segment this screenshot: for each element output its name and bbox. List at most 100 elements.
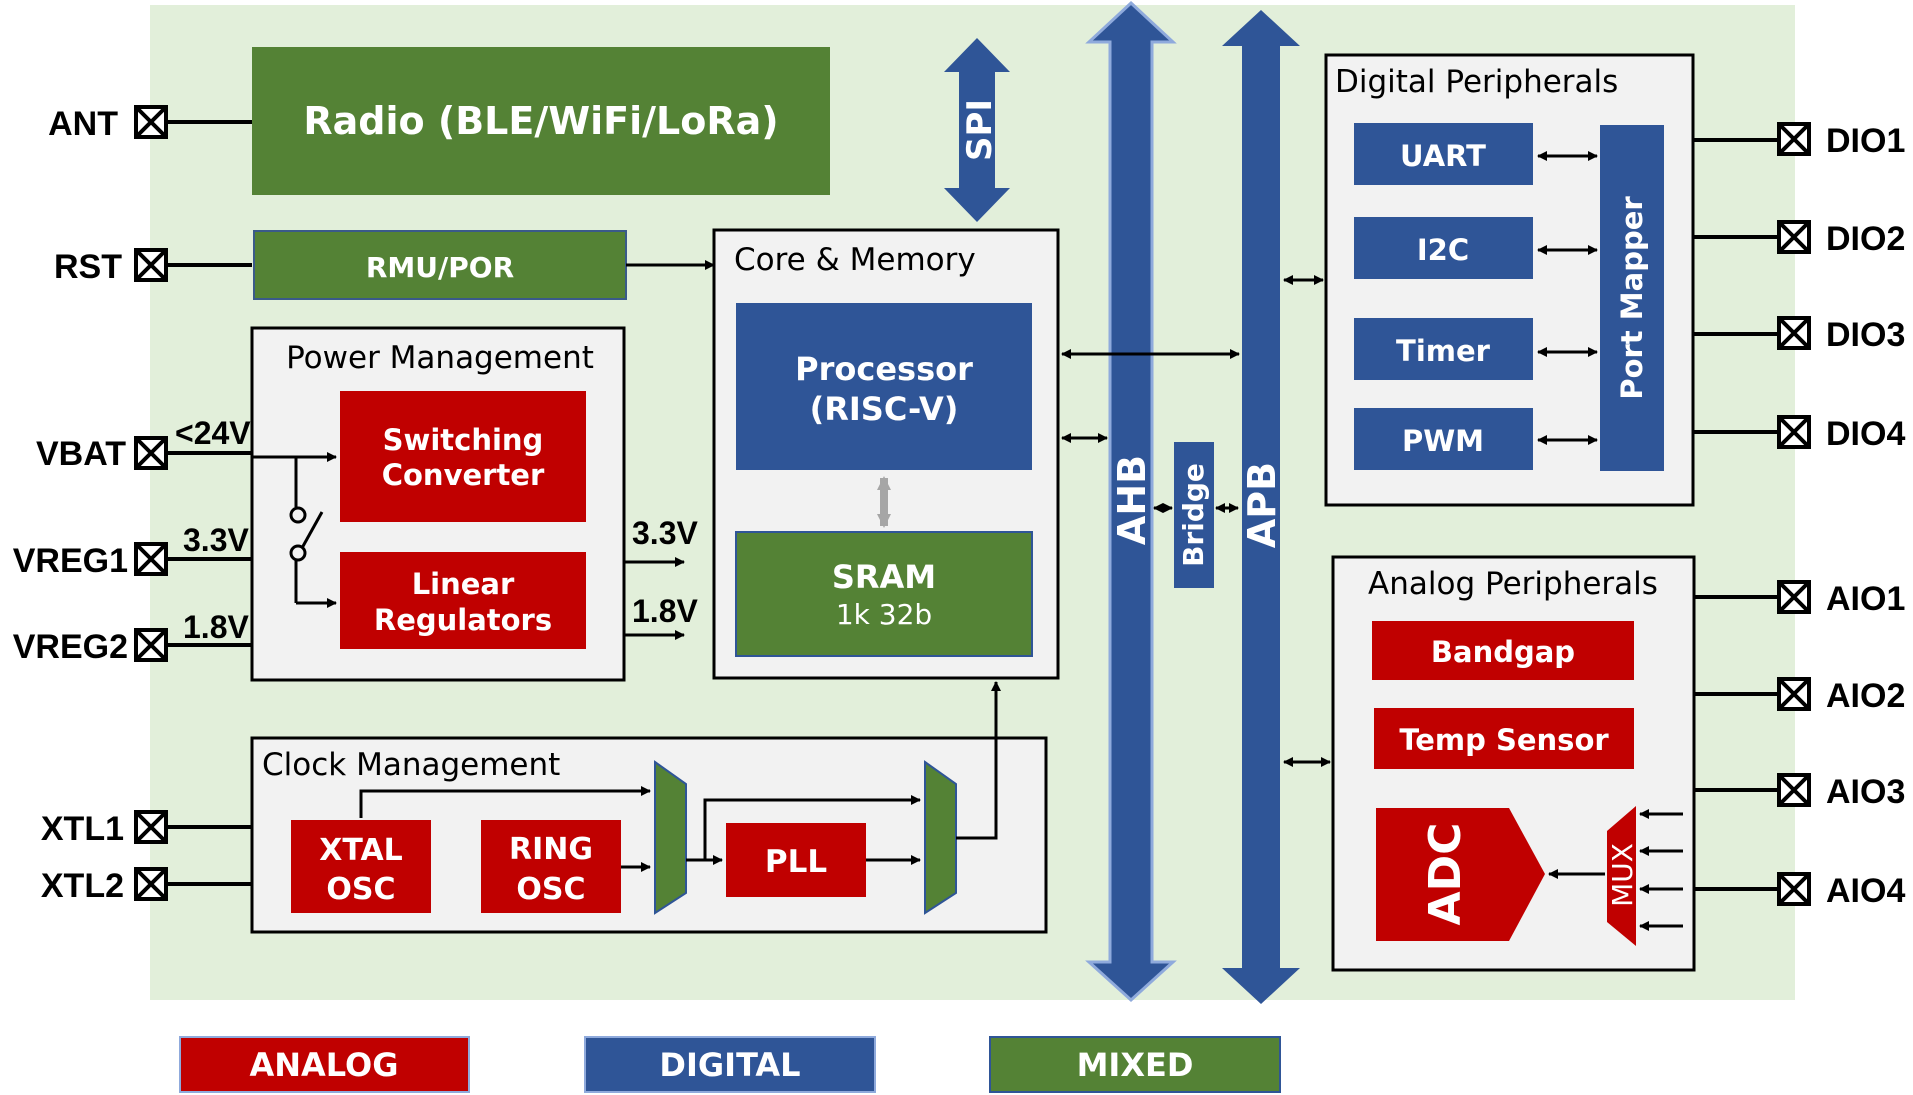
switch-lever bbox=[300, 511, 324, 549]
uart-block bbox=[1354, 123, 1533, 185]
mux-block bbox=[1607, 806, 1636, 946]
vreg2-voltage-label: 1.8V bbox=[183, 609, 249, 645]
port-mapper-block bbox=[1600, 125, 1664, 471]
pin-dio4: DIO4 bbox=[1693, 415, 1905, 453]
bandgap-block bbox=[1372, 621, 1634, 680]
clock-management-title: Clock Management bbox=[262, 747, 560, 783]
pin-label: DIO3 bbox=[1826, 316, 1905, 354]
pin-label: VREG2 bbox=[13, 628, 128, 666]
port-mapper-label: Port Mapper bbox=[1615, 196, 1649, 400]
pin-vbat: VBAT bbox=[36, 435, 252, 473]
pin-xtl2: XTL2 bbox=[41, 867, 290, 905]
pll-block bbox=[726, 823, 866, 897]
switch-contact-bottom bbox=[289, 544, 307, 562]
legend-analog bbox=[179, 1036, 470, 1093]
rmu-por-block: RMU/POR bbox=[253, 230, 715, 300]
apb-bus: APB bbox=[1222, 10, 1300, 1004]
temp-sensor-block bbox=[1374, 708, 1634, 769]
adc-label: ADC bbox=[1420, 823, 1471, 926]
pin-label: RST bbox=[54, 248, 122, 286]
switching-converter-block bbox=[340, 391, 586, 522]
radio-block: Radio (BLE/WiFi/LoRa) bbox=[252, 47, 830, 195]
linear-regulators-label-1: Linear bbox=[412, 567, 515, 601]
pin-label: ANT bbox=[48, 105, 118, 143]
pin-aio2: AIO2 bbox=[1694, 677, 1905, 715]
vreg1-voltage-label: 3.3V bbox=[183, 522, 249, 558]
digital-peripherals-group: Digital Peripherals UART I2C Timer PWM P… bbox=[1324, 53, 1695, 507]
ahb-bus: AHB bbox=[1085, 0, 1177, 1003]
pin-vreg2: VREG2 bbox=[13, 628, 252, 666]
spi-bus: SPI bbox=[944, 38, 1010, 222]
bandgap-label: Bandgap bbox=[1431, 635, 1575, 669]
ring-osc-label-2: OSC bbox=[516, 872, 585, 907]
rmu-por-label: RMU/POR bbox=[366, 251, 514, 284]
core-memory-group: Core & Memory Processor (RISC-V) SRAM 1k… bbox=[712, 228, 1060, 680]
pin-label: DIO4 bbox=[1826, 415, 1905, 453]
uart-label: UART bbox=[1400, 139, 1486, 173]
pin-label: DIO1 bbox=[1826, 122, 1905, 160]
analog-peripherals-title: Analog Peripherals bbox=[1368, 566, 1658, 602]
radio-label: Radio (BLE/WiFi/LoRa) bbox=[303, 99, 778, 143]
sram-block bbox=[735, 531, 1033, 657]
linear-regulators-block bbox=[340, 552, 586, 649]
vbat-voltage-label: <24V bbox=[175, 415, 251, 451]
adc-block bbox=[1376, 808, 1545, 941]
pin-label: AIO4 bbox=[1826, 872, 1905, 910]
pin-rst: RST bbox=[54, 248, 252, 286]
pin-aio1: AIO1 bbox=[1694, 580, 1905, 618]
sram-label: SRAM bbox=[832, 558, 936, 596]
spi-label: SPI bbox=[960, 99, 1000, 161]
pin-aio3: AIO3 bbox=[1694, 773, 1905, 811]
switch-contact-top bbox=[289, 506, 307, 524]
temp-sensor-label: Temp Sensor bbox=[1399, 723, 1609, 757]
pin-label: VREG1 bbox=[13, 542, 128, 580]
out-18-voltage-label: 1.8V bbox=[632, 593, 698, 629]
pin-label: XTL2 bbox=[41, 867, 124, 905]
i2c-block bbox=[1354, 217, 1533, 279]
pin-dio1: DIO1 bbox=[1693, 122, 1905, 160]
ring-osc-label-1: RING bbox=[509, 832, 593, 867]
power-management-title: Power Management bbox=[286, 340, 594, 376]
pin-label: XTL1 bbox=[41, 810, 124, 848]
i2c-label: I2C bbox=[1417, 233, 1469, 267]
pin-label: AIO2 bbox=[1826, 677, 1905, 715]
bridge-label: Bridge bbox=[1177, 463, 1210, 567]
pwm-block bbox=[1354, 408, 1533, 470]
timer-block bbox=[1354, 318, 1533, 380]
pin-vreg1: VREG1 bbox=[13, 542, 252, 580]
xtal-osc-label-1: XTAL bbox=[319, 833, 403, 868]
pin-dio3: DIO3 bbox=[1693, 316, 1905, 354]
switching-converter-label-1: Switching bbox=[383, 423, 544, 457]
sram-size-label: 1k 32b bbox=[836, 598, 932, 631]
core-memory-title: Core & Memory bbox=[734, 242, 976, 278]
pin-label: DIO2 bbox=[1826, 220, 1905, 258]
bridge-block: Bridge bbox=[1153, 442, 1239, 588]
pin-aio4: AIO4 bbox=[1694, 872, 1905, 910]
clock-mux-2 bbox=[924, 760, 957, 915]
processor-block bbox=[736, 303, 1032, 470]
power-management-group: Power Management Switching Converter Lin… bbox=[250, 326, 685, 682]
out-33-voltage-label: 3.3V bbox=[632, 515, 698, 551]
pin-label: AIO3 bbox=[1826, 773, 1905, 811]
linear-regulators-label-2: Regulators bbox=[374, 603, 552, 637]
clock-mux-1 bbox=[654, 760, 687, 915]
legend: ANALOG DIGITAL MIXED bbox=[179, 1036, 1281, 1093]
switching-converter-label-2: Converter bbox=[382, 458, 545, 492]
pin-label: VBAT bbox=[36, 435, 126, 473]
mux-label: MUX bbox=[1606, 843, 1639, 907]
processor-label-2: (RISC-V) bbox=[810, 390, 959, 428]
legend-digital-label: DIGITAL bbox=[659, 1046, 800, 1084]
timer-label: Timer bbox=[1396, 334, 1491, 368]
legend-mixed-label: MIXED bbox=[1077, 1046, 1194, 1084]
apb-label: APB bbox=[1240, 462, 1284, 548]
analog-peripherals-group: Analog Peripherals Bandgap Temp Sensor A… bbox=[1331, 555, 1696, 972]
digital-peripherals-title: Digital Peripherals bbox=[1335, 64, 1618, 100]
processor-label-1: Processor bbox=[795, 350, 973, 388]
xtal-osc-block bbox=[291, 820, 431, 913]
clock-management-group: Clock Management XTAL OSC RING OSC PLL bbox=[250, 681, 1048, 934]
pll-label: PLL bbox=[765, 844, 827, 880]
legend-mixed bbox=[989, 1036, 1281, 1093]
ahb-label: AHB bbox=[1110, 455, 1154, 545]
pin-dio2: DIO2 bbox=[1693, 220, 1905, 258]
